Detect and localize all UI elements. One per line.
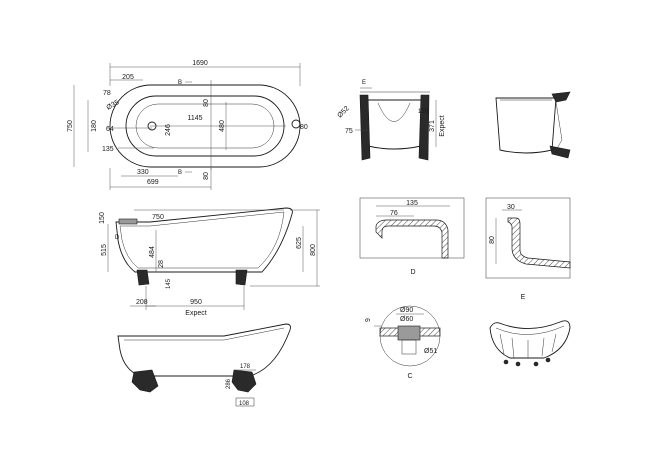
side-dim-expect: Expect [185,310,206,317]
detail-d-rim-section [375,219,449,259]
rear-end-view [495,91,571,159]
section-b-top: B [178,80,182,86]
side-dim-625: 625 [296,237,303,249]
det-c-title: C [407,373,412,380]
end-dim-expect: Expect [439,115,446,136]
end-dim-150: 150 [418,109,429,115]
section-b-bottom: B [178,170,182,176]
det-c-dim-d51: Ø51 [424,348,437,355]
side-right-foot [235,269,248,286]
dim-180: 180 [91,120,98,132]
detail-d-frame [359,197,465,259]
end-dim-371: 371 [429,120,436,132]
side-rim-detail [118,218,138,225]
det-d-title: D [410,269,415,276]
det-c-dim-9: 9 [365,318,372,322]
det-d-dim-135: 135 [406,200,418,207]
front-dim-178: 178 [240,364,251,370]
dim-699: 699 [147,179,159,186]
plan-outer-rim [109,84,301,168]
end-label-e: E [362,80,366,86]
end-left-foot [359,94,371,161]
end-tub-body [364,99,425,150]
detail-e-rim-section [507,217,571,269]
det-e-dim-80: 80 [489,236,496,244]
dim-246: 246 [165,124,172,136]
det-d-dim-76: 76 [390,210,398,217]
side-tub-outline [115,207,293,273]
side-left-foot [136,269,150,286]
iso-foot-2 [515,361,521,367]
side-dim-145: 145 [166,278,172,289]
detail-e: 30 80 E [485,197,571,301]
detail-c: 9 Ø90 Ø60 Ø51 C [365,305,441,380]
side-dim-515: 515 [101,244,108,256]
plan-overflow-icon [291,119,301,129]
dim-1145: 1145 [187,115,202,122]
isometric-preview [489,320,571,367]
detail-d: 135 76 D [359,197,465,276]
iso-tub-body [489,320,571,359]
front-dim-286: 286 [226,378,232,389]
front-elevation: 178 286 108 [117,323,291,407]
side-elevation: 150 750 D 515 484 28 145 625 800 208 950… [99,207,320,317]
dim-64: 64 [106,126,114,133]
det-e-title: E [521,294,526,301]
end-view: E Ø52 75 150 371 Expect [336,80,446,161]
end-dim-d52: Ø52 [336,105,350,119]
front-right-claw-foot [231,369,257,393]
side-dim-950: 950 [190,299,202,306]
front-tub-outline [117,323,291,377]
side-dim-28: 28 [158,260,165,268]
det-c-dim-d60: Ø60 [400,316,413,323]
rear-top-foot [551,91,571,103]
end-right-foot [418,94,430,161]
iso-foot-3 [533,361,539,367]
side-label-d: D [115,235,120,241]
front-dim-108: 108 [239,401,250,407]
dim-80-upper: 80 [203,99,210,107]
det-c-dim-d90: Ø90 [400,307,413,314]
dim-135-plan: 135 [102,146,114,153]
iso-foot-4 [545,357,551,363]
rear-bottom-foot [549,145,571,159]
side-dim-800: 800 [310,244,317,256]
side-dim-484: 484 [149,246,156,258]
dim-1690: 1690 [192,60,208,67]
dim-205: 205 [122,74,134,81]
dim-330: 330 [137,169,149,176]
dim-480: 480 [219,120,226,132]
iso-foot-1 [503,359,509,365]
side-dim-750: 750 [152,214,164,221]
end-dim-75: 75 [345,128,353,135]
rear-tub-body [495,97,557,154]
detail-e-frame [485,197,571,279]
front-left-claw-foot [131,369,159,393]
detail-c-waste-fitting [397,325,421,341]
dim-750-plan: 750 [67,120,74,132]
dim-80-lower: 80 [203,172,210,180]
plan-view: 1690 205 B B 80 80 750 180 78 Ø35 64 135… [67,60,308,190]
dim-78: 78 [103,90,111,97]
det-e-dim-30: 30 [507,204,515,211]
side-dim-150: 150 [99,212,106,224]
dim-80-right: 80 [300,124,308,131]
side-dim-208: 208 [136,299,148,306]
